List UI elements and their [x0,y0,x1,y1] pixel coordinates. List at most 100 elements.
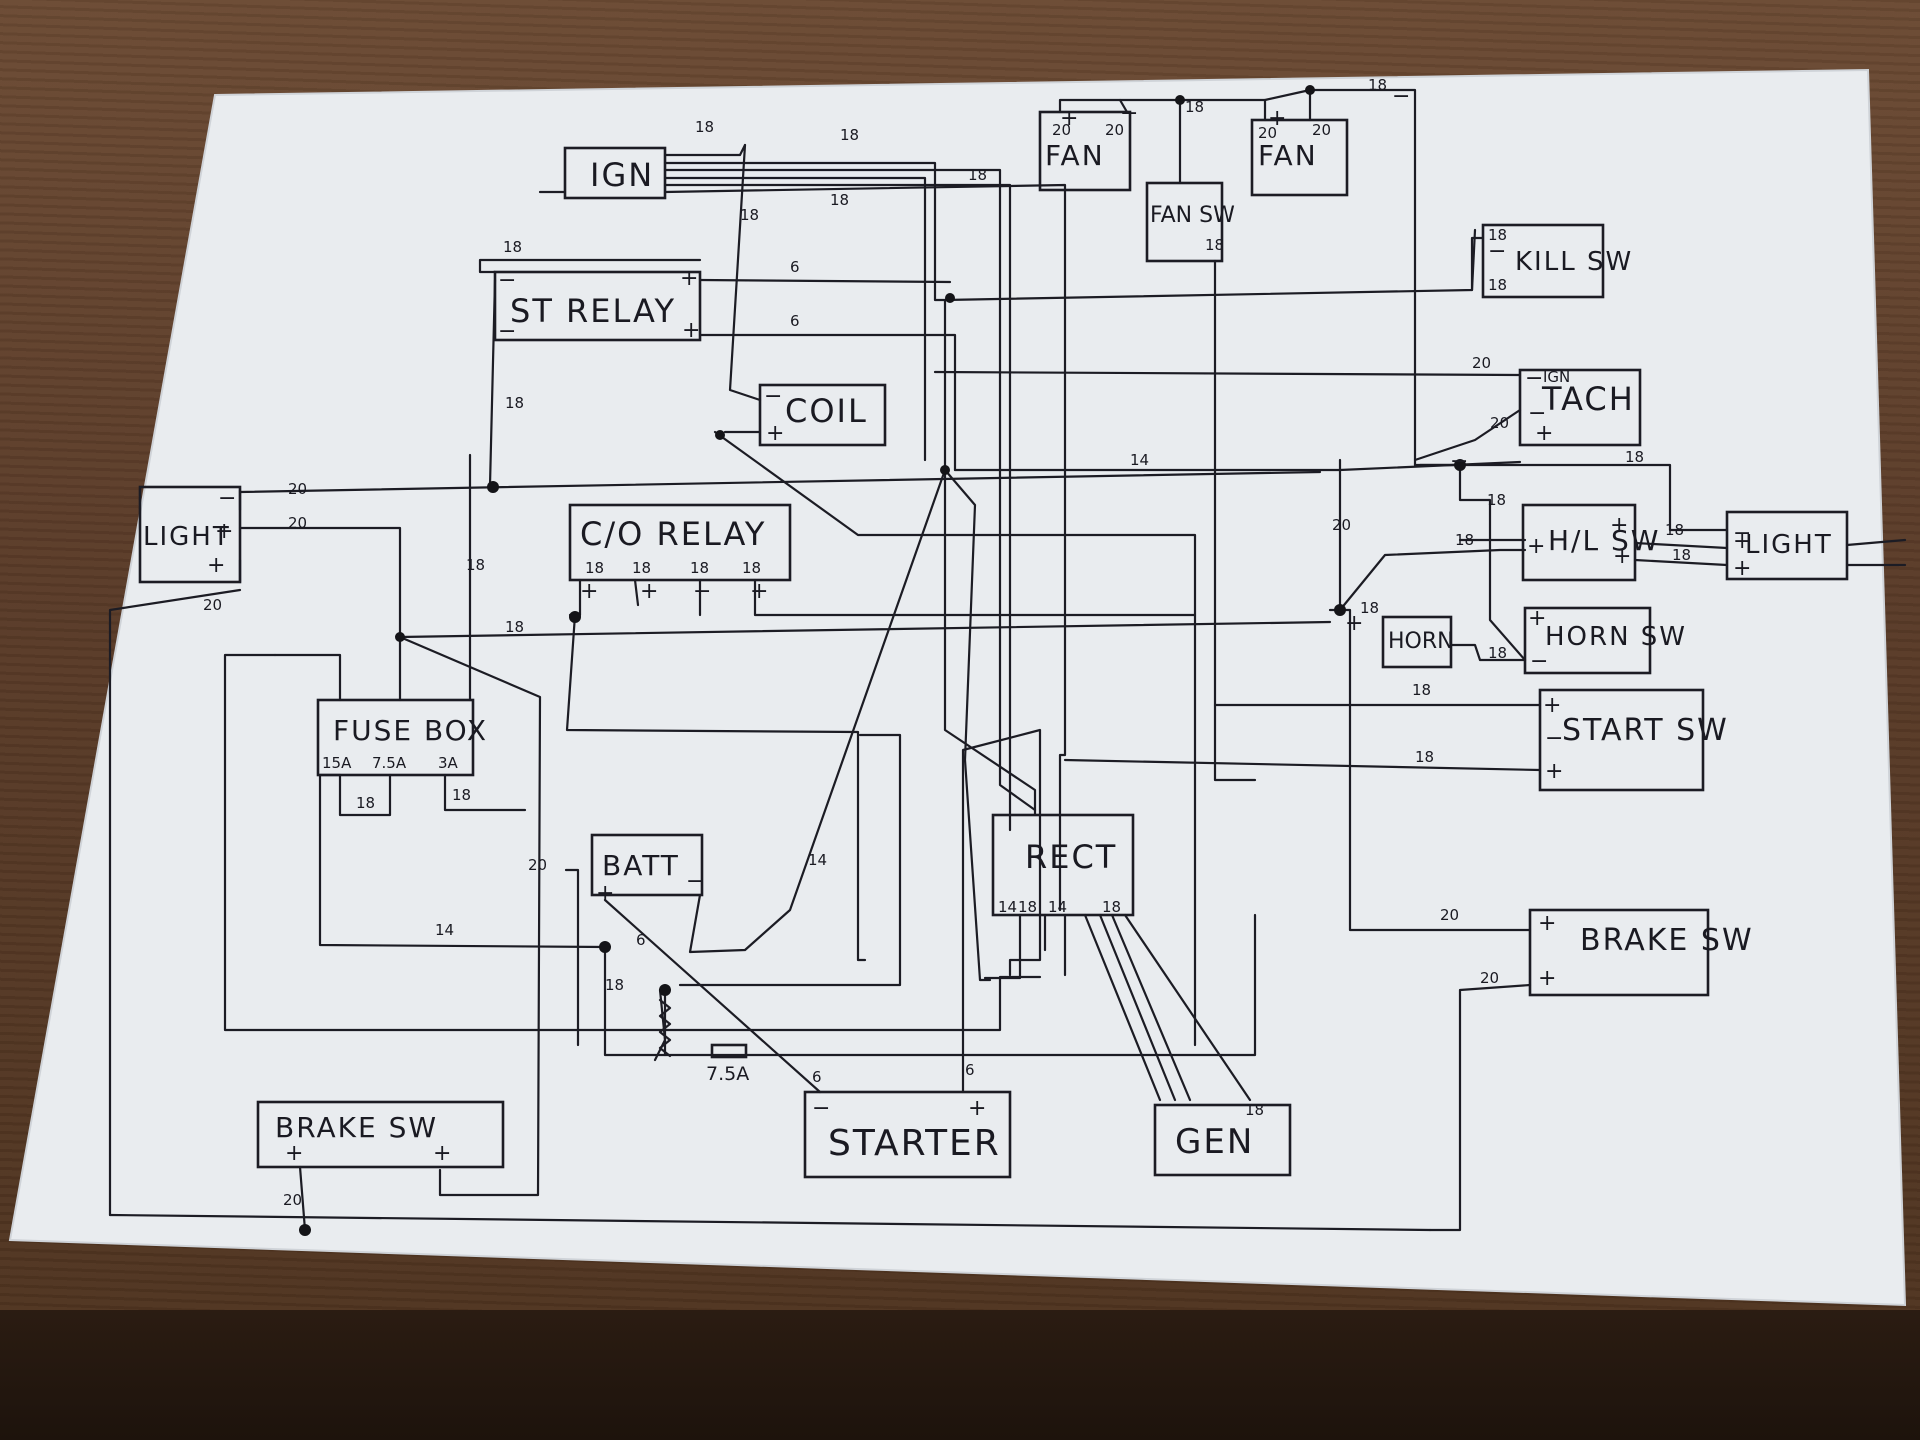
svg-text:+: + [1543,693,1561,718]
gen-box [1153,1103,1292,1177]
svg-text:−: − [1450,449,1468,474]
svg-text:18: 18 [505,618,524,636]
svg-text:+: + [1345,611,1363,636]
svg-text:+: + [682,318,700,343]
svg-text:18: 18 [1488,276,1507,294]
svg-text:+: + [766,421,784,446]
svg-text:20: 20 [1332,516,1351,534]
label-horn-sw: HORN SW [1545,622,1687,652]
svg-text:20: 20 [1258,124,1277,142]
svg-text:18: 18 [1488,644,1507,662]
svg-text:+: + [1545,759,1563,784]
svg-text:+: + [207,553,225,578]
svg-text:14: 14 [808,851,827,869]
junction-dots [299,85,1466,1236]
svg-text:−: − [764,384,782,409]
tach-box [1518,368,1642,447]
label-fan-sw: FAN SW [1150,203,1235,228]
svg-text:18: 18 [1102,898,1121,916]
svg-text:6: 6 [636,931,646,949]
polarity-marks: + + − − − + + + − + + − − + + + − + + + … [207,84,1751,1166]
svg-text:18: 18 [356,794,375,812]
svg-text:20: 20 [1490,414,1509,432]
svg-text:−: − [498,319,516,344]
fan-sw-box [1145,181,1224,263]
svg-text:+: + [580,579,598,604]
label-kill-sw: KILL SW [1515,247,1633,277]
svg-text:18: 18 [1455,531,1474,549]
label-tach: TACH [1541,380,1635,418]
svg-text:14: 14 [1048,898,1067,916]
svg-text:14: 14 [1130,451,1149,469]
label-st-relay: ST RELAY [510,292,676,330]
svg-text:−: − [1528,401,1546,426]
brake-sw-left-box [256,1100,505,1169]
label-brake-sw-right: BRAKE SW [1580,923,1754,958]
svg-text:−: − [1120,101,1138,126]
svg-text:+: + [1733,529,1751,554]
svg-text:20: 20 [1105,121,1124,139]
svg-text:18: 18 [1625,448,1644,466]
svg-text:+: + [968,1096,986,1121]
svg-text:+: + [1610,513,1628,538]
svg-text:6: 6 [812,1068,822,1086]
svg-text:20: 20 [1052,121,1071,139]
svg-text:−: − [812,1096,830,1121]
label-ign: IGN [590,156,654,194]
label-coil: COIL [785,392,868,430]
svg-text:+: + [1613,544,1631,569]
svg-text:+: + [433,1141,451,1166]
label-fuse-15a: 15A [322,754,352,772]
svg-text:18: 18 [1185,98,1204,116]
inline-fuse [710,1043,748,1059]
svg-text:18: 18 [1018,898,1037,916]
svg-text:18: 18 [1412,681,1431,699]
label-light-left: LIGHT [143,522,231,552]
svg-text:20: 20 [288,514,307,532]
svg-text:18: 18 [740,206,759,224]
paper-sheet [8,68,1907,1307]
label-fuse-75a: 7.5A [372,754,407,772]
label-tach-ign: IGN [1543,368,1570,386]
rect-box [991,813,1135,917]
svg-text:+: + [680,266,698,291]
ign-box [563,146,667,200]
fan-right-box [1250,118,1349,197]
svg-text:−: − [1545,726,1563,751]
svg-text:18: 18 [968,166,987,184]
label-fan-right: FAN [1258,139,1318,172]
label-hl-sw: H/L SW [1548,524,1660,557]
svg-text:+: + [1538,911,1556,936]
svg-text:18: 18 [742,559,761,577]
label-co-relay: C/O RELAY [580,515,766,553]
svg-text:18: 18 [1245,1101,1264,1119]
svg-text:+: + [1538,966,1556,991]
resistor-coil [658,998,672,1058]
co-relay-box [568,503,792,582]
batt-box [590,833,704,897]
fuse-box [316,698,475,777]
svg-text:+: + [1535,421,1553,446]
svg-text:+: + [640,579,658,604]
svg-text:−: − [218,486,236,511]
svg-text:20: 20 [1472,354,1491,372]
svg-text:18: 18 [452,786,471,804]
svg-text:20: 20 [283,1191,302,1209]
label-gen: GEN [1175,1122,1254,1162]
svg-text:+: + [285,1141,303,1166]
start-sw-box [1538,688,1705,792]
svg-text:18: 18 [695,118,714,136]
svg-text:20: 20 [1480,969,1499,987]
svg-text:−: − [498,268,516,293]
horn-box [1381,615,1453,669]
label-starter: STARTER [828,1123,1001,1164]
svg-text:18: 18 [632,559,651,577]
label-brake-sw-left: BRAKE SW [275,1111,438,1144]
svg-text:−: − [1530,649,1548,674]
wire-network [108,88,1907,1232]
label-rect: RECT [1025,838,1117,876]
label-fuse-3a: 3A [438,754,459,772]
coil-box [758,383,887,447]
svg-text:+: + [1527,534,1545,559]
